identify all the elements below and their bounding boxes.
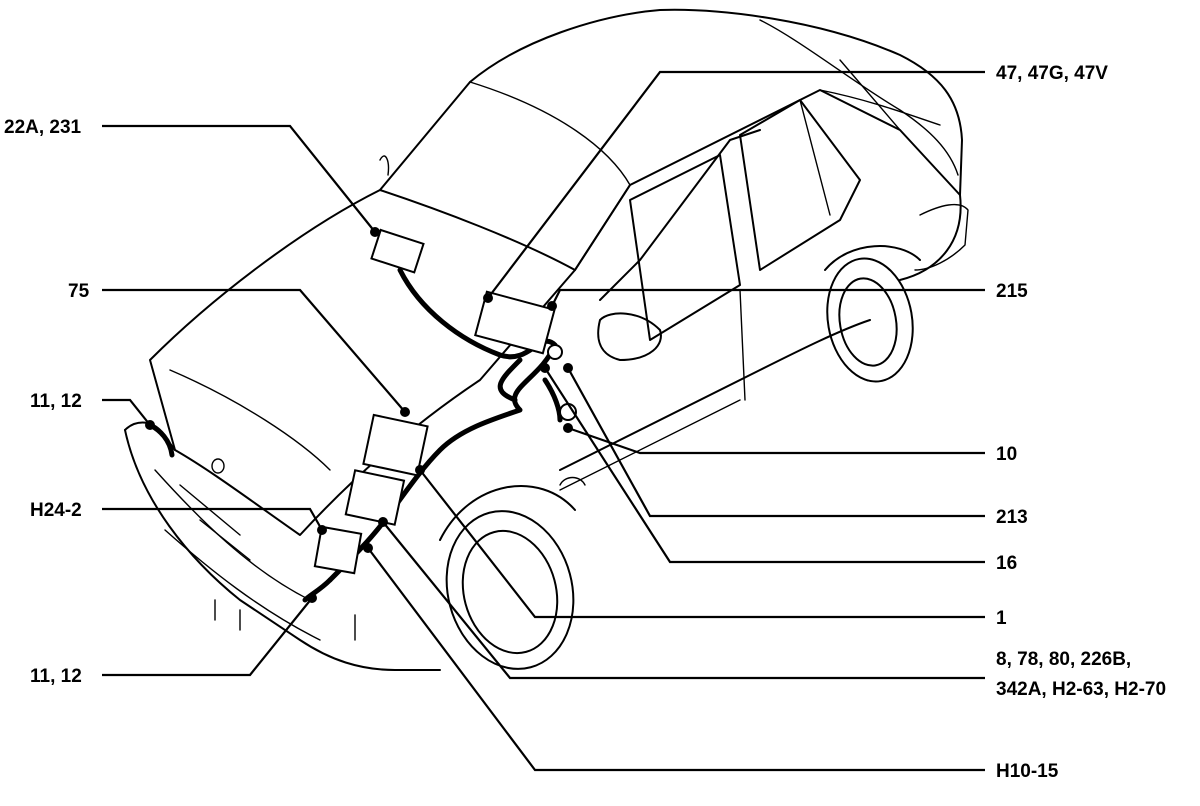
- components: [313, 228, 577, 575]
- label-h24-2: H24-2: [30, 500, 82, 521]
- label-11-12-lower: 11, 12: [30, 666, 82, 687]
- component-75: [362, 413, 429, 477]
- label-1: 1: [996, 608, 1007, 629]
- label-8-group-line1: 8, 78, 80, 226B,: [996, 649, 1131, 670]
- label-8-group-line2: 342A, H2-63, H2-70: [996, 679, 1166, 700]
- leader-215: [551, 288, 985, 307]
- leader-11-12-upper: [102, 398, 151, 426]
- leader-16: [544, 367, 985, 564]
- leader-75: [102, 288, 406, 413]
- label-h10-15: H10-15: [996, 761, 1059, 782]
- label-16: 16: [996, 553, 1017, 574]
- leader-10: [567, 426, 985, 455]
- leader-h10-15: [367, 547, 985, 772]
- car-roof: [469, 8, 963, 196]
- leader-47: [487, 70, 985, 299]
- label-10: 10: [996, 444, 1017, 465]
- door-panel: [574, 89, 962, 281]
- callout-labels: 22A, 231 75 11, 12 H24-2 11, 12 47, 47G,…: [4, 63, 1166, 782]
- label-215: 215: [996, 281, 1028, 302]
- label-22a-231: 22A, 231: [4, 117, 82, 138]
- windshield: [379, 81, 631, 271]
- label-75: 75: [68, 281, 90, 302]
- label-213: 213: [996, 507, 1028, 528]
- component-h24-2: [313, 525, 363, 575]
- leader-h24-2: [102, 507, 323, 531]
- component-8-group: [344, 469, 406, 526]
- car-body: [124, 8, 969, 671]
- rear-wheel: [824, 245, 921, 383]
- leader-213: [567, 367, 985, 518]
- label-47: 47, 47G, 47V: [996, 63, 1108, 84]
- leader-lines: [102, 70, 985, 772]
- leader-1: [419, 469, 985, 619]
- leader-8-group: [382, 521, 985, 680]
- leader-22a-231: [102, 124, 376, 233]
- leader-11-12-lower: [102, 597, 313, 677]
- component-47: [474, 290, 556, 355]
- front-bumper: [124, 429, 441, 671]
- component-22a-231: [370, 228, 425, 274]
- label-11-12-upper: 11, 12: [30, 391, 82, 412]
